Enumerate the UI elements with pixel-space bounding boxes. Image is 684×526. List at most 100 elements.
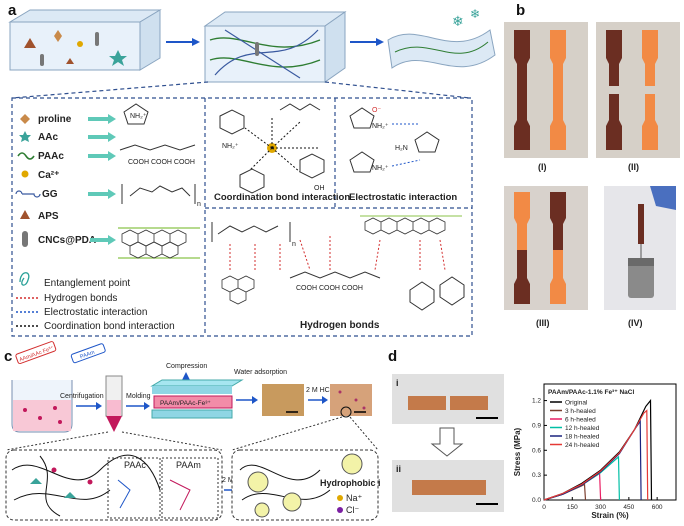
photo-I: (I) [504,22,588,172]
y-tick-label: 0.0 [532,497,541,504]
y-tick-label: 0.9 [532,422,541,429]
step-compression: Compression [166,363,207,370]
legend-entry: 18 h-healed [565,434,600,441]
legend-label: APS [38,211,59,222]
legend-cncs: CNCs@PDA [22,227,200,259]
legend-label: Ca²⁺ [38,170,59,181]
legend-gg: GG n [15,184,201,208]
legend-proline: proline NH₂⁺ [20,103,149,125]
step-water: Water adsorption [234,369,287,376]
panel-label-b: b [516,2,526,19]
bottle-label: PAAm [79,350,96,361]
nh2plus-label: NH₂⁺ [372,123,389,130]
legend-entry: 24 h-healed [565,442,600,449]
panel-label-c: c [4,348,13,365]
hydrogel-sheet: ❄ ❄ [387,7,496,69]
step-hcl: 2 M HCl [306,387,332,394]
star-icon [19,131,31,142]
legend-entry: 3 h-healed [565,408,596,415]
panel-d-photos: i ii [392,374,504,512]
chain-icon [15,190,41,198]
photo-label-ii: ii [396,464,401,474]
legend-entry: Original [565,400,588,407]
coordination-box: NH₂⁺ OH Coordination bond interaction [214,103,350,203]
plot-frame [543,383,677,501]
legend-label: PAAc [38,151,64,162]
legend-hbonds: Hydrogen bonds [16,293,117,304]
x-tick-label: 300 [595,504,606,511]
snowflake-icon: ❄ [470,7,480,21]
legend-entry: 12 h-healed [565,425,600,432]
caption-III: (III) [536,318,550,328]
photo-II: (II) [596,22,680,172]
legend-coordination: Coordination bond interaction [16,321,175,332]
h2n-label: H₂N [395,145,408,152]
inset-na: Na⁺ [346,493,363,503]
caption-II: (II) [628,162,639,172]
caption-IV: (IV) [628,318,643,328]
panel-b-photos: (I) (II) (III) (IV) [504,22,680,328]
x-tick-label: 150 [567,504,578,511]
x-tick-label: 0 [542,504,546,511]
loop-icon [19,272,30,286]
legend-label: proline [38,114,72,125]
beaker [11,380,73,433]
panel-c: c AAm/AAc Fe³⁺ PAAm Centrifugation Mold [0,340,424,521]
y-tick-label: 0.6 [532,447,541,454]
inset-paam: PAAm [176,460,201,470]
legend-label: Hydrogen bonds [44,293,117,304]
n-subscript: n [292,241,296,248]
nh2-label: NH₂⁺ [222,143,239,150]
series-line [543,409,649,501]
dot-icon [21,170,29,178]
triangle-icon [20,210,30,219]
hydrogen-bonds-title: Hydrogen bonds [300,320,380,331]
x-tick-label: 600 [652,504,663,511]
hydrogen-bonds-box: n COOH COOH COOH Hydrogen bonds [211,215,465,331]
legend-label: AAc [38,132,58,143]
electrostatic-box: NH₂⁺ O⁻ H₂N NH₂⁺ Electrostatic interacti… [349,107,457,203]
legend-label: GG [42,189,58,200]
centrifuge-tube [105,375,123,432]
legend-entanglement: Entanglement point [19,272,130,289]
panel-c-figure: AAm/AAc Fe³⁺ PAAm Centrifugation Molding… [5,341,424,521]
legend-aps: APS [20,210,59,222]
panel-a-figure: ❄ ❄ proline NH₂⁺ AAc PAAc [8,7,496,337]
legend-ca: Ca²⁺ [21,170,59,181]
legend-aac: AAc [19,131,116,143]
film-label: PAAm/PAAc-Fe³⁺ [160,400,211,407]
caption-I: (I) [538,162,547,172]
wave-icon [17,152,35,160]
hydrophobic-label: Hydrophobic interaction [320,478,380,488]
legend-entry: 6 h-healed [565,417,596,424]
legend-paac: PAAc COOH COOH COOH [17,144,196,166]
oh-label: OH [314,185,325,192]
electrostatic-title: Electrostatic interaction [349,192,457,203]
photo-III: (III) [504,186,588,328]
nh2-label: NH₂⁺ [130,113,147,120]
network-inset-1: PAAc PAAm [5,449,223,521]
y-tick-label: 1.2 [532,398,541,405]
cooh-label: COOH COOH COOH [128,159,195,166]
inset-cl: Cl⁻ [346,505,359,515]
panel-label-a: a [8,2,17,19]
legend-label: Entanglement point [44,278,130,289]
bottle-paam: PAAm [70,343,106,364]
chart-title: PAAm/PAAc-1.1% Fe³⁺ NaCl [548,389,634,396]
legend-label: Electrostatic interaction [44,307,147,318]
network-inset-2: Hydrophobic interaction Na⁺ Cl⁻ [231,449,424,521]
inset-paac: PAAc [124,460,146,470]
photo-IV: (IV) [604,186,676,328]
step-molding: Molding [126,393,151,400]
hydrogel-network-box [203,11,347,83]
coordination-title: Coordination bond interaction [214,192,350,203]
n-subscript: n [197,201,201,208]
legend-electrostatic: Electrostatic interaction [16,307,147,318]
compression-mold: Compression PAAm/PAAc-Fe³⁺ [150,363,244,419]
precursor-solution-box [8,9,162,71]
snowflake-icon: ❄ [452,13,464,29]
nh2plus-label: NH₂⁺ [372,165,389,172]
